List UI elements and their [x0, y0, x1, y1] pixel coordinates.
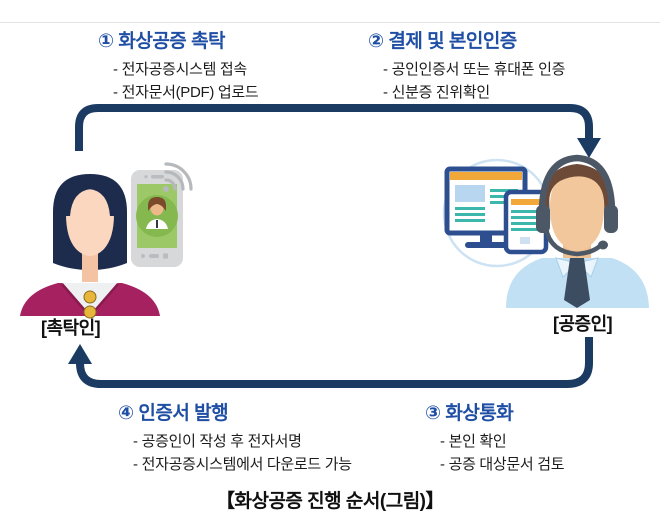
step-1-title: ① 화상공증 촉탁	[98, 31, 226, 52]
step-2-bullets: - 공인인증서 또는 휴대폰 인증 - 신분증 진위확인	[368, 58, 565, 104]
notary-label: [공증인]	[553, 314, 613, 334]
step-2-bullet-1: - 공인인증서 또는 휴대폰 인증	[383, 61, 566, 78]
step-3-bullet-2: - 공증 대상문서 검토	[440, 456, 565, 473]
step-1-bullet-1: - 전자공증시스템 접속	[113, 61, 247, 78]
diagram-caption: 【화상공증 진행 순서(그림)】	[215, 491, 445, 512]
step-4-title: ④ 인증서 발행	[118, 403, 229, 424]
tablet-icon	[503, 189, 549, 255]
smartphone-icon	[131, 170, 183, 267]
step-1-request: ① 화상공증 촉탁 - 전자공증시스템 접속 - 전자문서(PDF) 업로드	[98, 26, 259, 104]
step-2-payment-auth: ② 결제 및 본인인증 - 공인인증서 또는 휴대폰 인증 - 신분증 진위확인	[368, 26, 565, 104]
step-3-bullet-1: - 본인 확인	[440, 433, 507, 450]
man-headset-avatar-icon	[506, 154, 649, 308]
step-2-bullet-2: - 신분증 진위확인	[383, 84, 490, 101]
step-1-bullets: - 전자공증시스템 접속 - 전자문서(PDF) 업로드	[98, 58, 259, 104]
step-4-bullet-1: - 공증인이 작성 후 전자서명	[133, 433, 302, 450]
step-4-certificate: ④ 인증서 발행 - 공증인이 작성 후 전자서명 - 전자공증시스템에서 다운…	[118, 398, 352, 476]
wifi-signal-icon	[163, 162, 193, 192]
step-3-bullets: - 본인 확인 - 공증 대상문서 검토	[425, 430, 565, 476]
woman-avatar-icon	[20, 174, 160, 319]
step-1-bullet-2: - 전자문서(PDF) 업로드	[113, 84, 259, 101]
step-3-title: ③ 화상통화	[425, 403, 514, 424]
arrow-left-up-icon	[68, 337, 593, 388]
requester-label: [촉탁인]	[41, 318, 101, 338]
top-divider	[0, 22, 660, 23]
arrow-right-down-icon	[75, 104, 601, 158]
step-2-title: ② 결제 및 본인인증	[368, 31, 517, 52]
step-3-video-call: ③ 화상통화 - 본인 확인 - 공증 대상문서 검토	[425, 398, 565, 476]
step-4-bullets: - 공증인이 작성 후 전자서명 - 전자공증시스템에서 다운로드 가능	[118, 430, 352, 476]
step-4-bullet-2: - 전자공증시스템에서 다운로드 가능	[133, 456, 352, 473]
